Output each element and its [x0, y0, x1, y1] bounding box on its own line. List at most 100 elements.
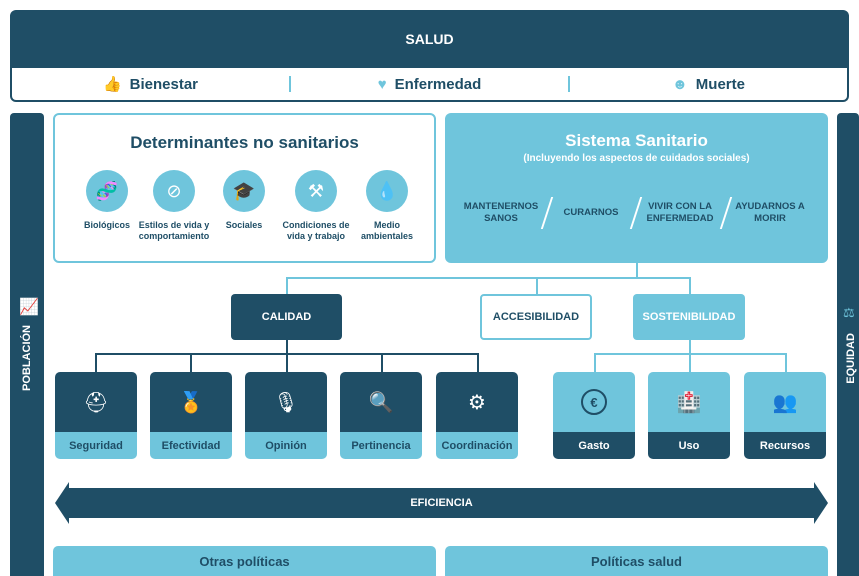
- sostenibilidad-box: SOSTENIBILIDAD: [633, 294, 745, 340]
- trend-chart-icon: 📈: [19, 299, 39, 316]
- poblacion-bar: 📈 POBLACIÓN: [10, 113, 44, 576]
- double-arrow-shape: [55, 482, 828, 524]
- pillar-divider: [568, 76, 570, 92]
- connector-line: [636, 263, 638, 279]
- sis-item-vivir: VIVIR CON LA ENFERMEDAD: [646, 201, 714, 224]
- pillar-bar: 👍 Bienestar ♥ Enfermedad ☻ Muerte: [10, 68, 849, 102]
- det-item-medio: 💧 Medio ambientales: [350, 170, 424, 242]
- card-coordinacion: ⚙ Coordinación: [436, 372, 518, 459]
- det-item-sociales: 🎓 Sociales: [207, 170, 281, 231]
- pillar-bienestar: 👍 Bienestar: [12, 68, 289, 100]
- dna-icon: 🧬: [86, 170, 128, 212]
- card-seguridad: ⛑ Seguridad: [55, 372, 137, 459]
- card-opinion: 🎙 Opinión: [245, 372, 327, 459]
- salud-header: SALUD: [10, 10, 849, 68]
- hand-truck-icon: ⚒: [295, 170, 337, 212]
- connector-line: [286, 277, 690, 279]
- sostenibilidad-connector: [594, 353, 596, 372]
- det-label: Estilos de vida y comportamiento: [138, 220, 210, 241]
- pillar-label: Bienestar: [129, 75, 199, 93]
- card-label: Uso: [648, 432, 730, 459]
- scales-icon: ⚖: [843, 305, 855, 320]
- sis-item-morir: AYUDARNOS A MORIR: [735, 201, 805, 224]
- water-drop-icon: 💧: [366, 170, 408, 212]
- otras-politicas-box: Otras políticas: [53, 546, 436, 576]
- politicas-salud-label: Políticas salud: [590, 553, 683, 569]
- card-efectividad: 🏅 Efectividad: [150, 372, 232, 459]
- sis-divider: [719, 197, 733, 229]
- calidad-connector: [477, 353, 479, 372]
- graduation-cap-icon: 🎓: [223, 170, 265, 212]
- sostenibilidad-connector: [689, 340, 691, 354]
- accesibilidad-label: ACCESIBILIDAD: [492, 311, 580, 323]
- magnifier-gear-icon: 🔍: [340, 372, 422, 432]
- card-label: Recursos: [744, 432, 826, 459]
- eficiencia-label: EFICIENCIA: [410, 497, 473, 509]
- equidad-bar: ⚖ EQUIDAD: [837, 113, 859, 576]
- calidad-connector: [381, 353, 383, 372]
- determinantes-box: Determinantes no sanitarios 🧬 Biológicos…: [53, 113, 436, 263]
- accesibilidad-box: ACCESIBILIDAD: [480, 294, 592, 340]
- determinantes-title: Determinantes no sanitarios: [130, 133, 359, 152]
- helmet-icon: ⛑: [55, 372, 137, 432]
- salud-title: SALUD: [405, 31, 454, 47]
- det-item-condiciones: ⚒ Condiciones de vida y trabajo: [279, 170, 353, 242]
- pillar-label: Enfermedad: [394, 75, 482, 93]
- calidad-connector: [190, 353, 192, 372]
- det-label: Sociales: [225, 220, 263, 230]
- otras-politicas-label: Otras políticas: [199, 553, 290, 569]
- equidad-label: EQUIDAD: [845, 333, 857, 384]
- calidad-label: CALIDAD: [261, 311, 312, 323]
- heartbeat-icon: ♥: [377, 75, 387, 93]
- poblacion-label: POBLACIÓN: [21, 325, 33, 391]
- pillar-muerte: ☻ Muerte: [570, 68, 847, 100]
- skull-icon: ☻: [672, 75, 688, 93]
- calidad-connector: [95, 353, 97, 372]
- euro-icon: €: [553, 372, 635, 432]
- microphone-icon: 🎙: [245, 372, 327, 432]
- sis-item-sanos: MANTENERNOS SANOS: [463, 201, 539, 224]
- people-icon: 👥: [744, 372, 826, 432]
- card-recursos: 👥 Recursos: [744, 372, 826, 459]
- pillar-enfermedad: ♥ Enfermedad: [291, 68, 568, 100]
- thumbs-up-icon: 👍: [102, 76, 122, 93]
- no-smoking-icon: ⊘: [153, 170, 195, 212]
- card-label: Opinión: [245, 432, 327, 459]
- card-label: Pertinencia: [340, 432, 422, 459]
- sostenibilidad-label: SOSTENIBILIDAD: [642, 311, 736, 323]
- calidad-connector: [286, 340, 288, 354]
- connector-line: [536, 277, 538, 294]
- politicas-salud-box: Políticas salud: [445, 546, 828, 576]
- det-label: Medio ambientales: [360, 220, 414, 241]
- card-label: Gasto: [553, 432, 635, 459]
- card-gasto: € Gasto: [553, 372, 635, 459]
- calidad-box: CALIDAD: [231, 294, 342, 340]
- det-item-estilos: ⊘ Estilos de vida y comportamiento: [137, 170, 211, 242]
- card-label: Efectividad: [150, 432, 232, 459]
- sistema-subtitle: (Incluyendo los aspectos de cuidados soc…: [523, 153, 750, 164]
- sistema-sanitario-box: Sistema Sanitario (Incluyendo los aspect…: [445, 113, 828, 263]
- card-uso: 🏥 Uso: [648, 372, 730, 459]
- card-label: Coordinación: [436, 432, 518, 459]
- building-icon: 🏥: [648, 372, 730, 432]
- pillar-divider: [289, 76, 291, 92]
- connector-line: [286, 277, 288, 294]
- eficiencia-arrow: EFICIENCIA: [55, 482, 828, 524]
- pillar-label: Muerte: [695, 75, 745, 93]
- card-label: Seguridad: [55, 432, 137, 459]
- sis-divider: [629, 197, 643, 229]
- det-label: Condiciones de vida y trabajo: [282, 220, 350, 241]
- medal-icon: 🏅: [150, 372, 232, 432]
- connector-line: [689, 277, 691, 294]
- sostenibilidad-connector: [689, 353, 691, 372]
- gears-icon: ⚙: [436, 372, 518, 432]
- sis-item-curarnos: CURARNOS: [563, 207, 619, 218]
- det-label: Biológicos: [83, 220, 130, 230]
- euro-symbol: €: [581, 389, 607, 415]
- sostenibilidad-connector: [785, 353, 787, 372]
- det-item-biologicos: 🧬 Biológicos: [70, 170, 144, 231]
- sis-divider: [540, 197, 554, 229]
- sistema-title: Sistema Sanitario: [565, 131, 708, 150]
- calidad-connector: [286, 353, 288, 372]
- card-pertinencia: 🔍 Pertinencia: [340, 372, 422, 459]
